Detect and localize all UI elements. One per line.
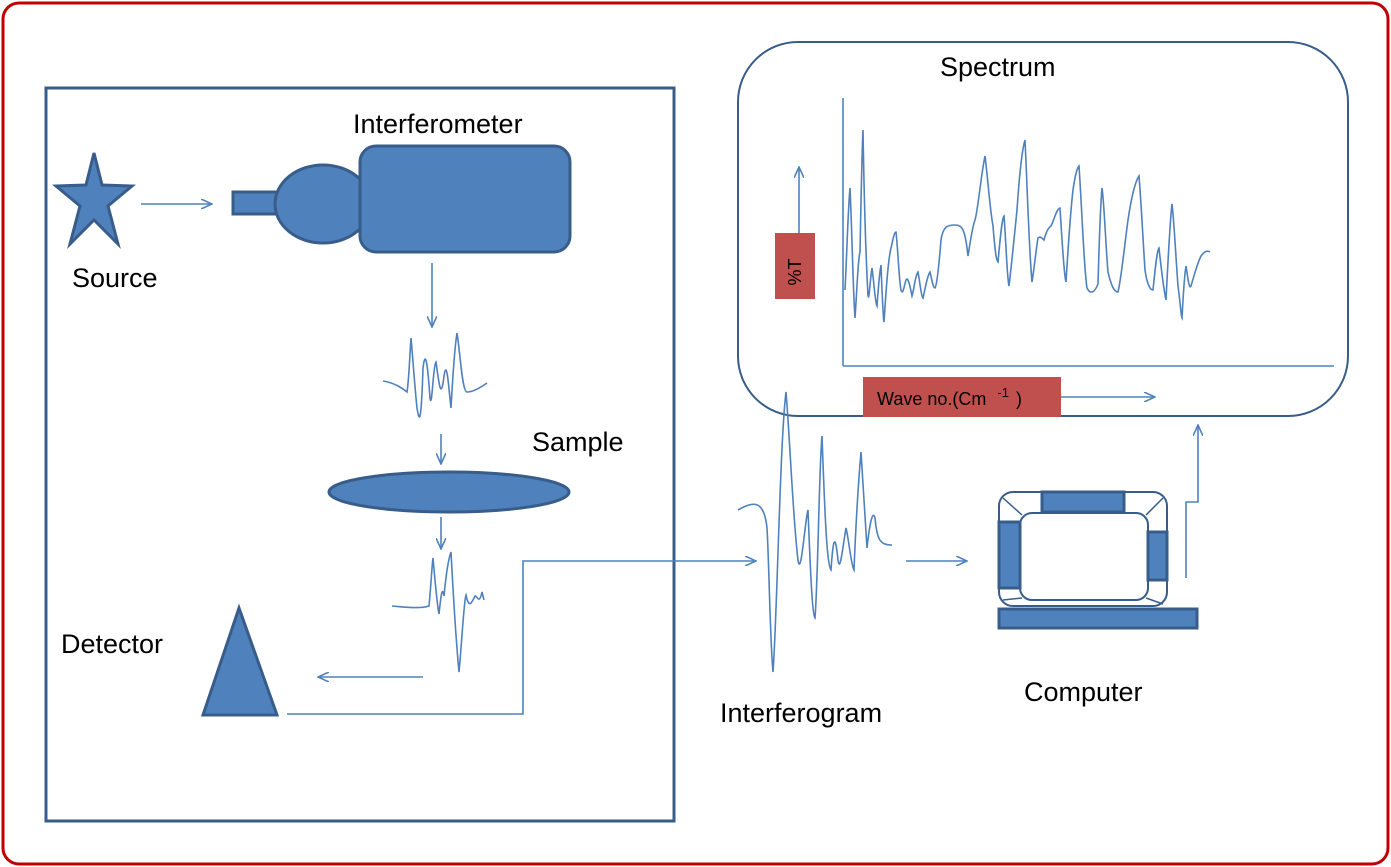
wave-after-sample <box>391 551 485 673</box>
sample-lens-icon <box>327 470 571 514</box>
to-spectrum-arrow <box>1185 425 1198 578</box>
spectrum-trace <box>844 129 1211 323</box>
interferogram-label: Interferogram <box>720 698 882 728</box>
computer-label: Computer <box>1024 677 1143 707</box>
y-axis-tag <box>775 233 815 299</box>
x-axis-label-close: ) <box>1016 389 1022 409</box>
interferometer-icon <box>231 144 572 254</box>
y-axis-label: %T <box>785 258 805 285</box>
detector-output-line <box>287 561 756 715</box>
detector-label: Detector <box>61 629 163 659</box>
x-axis-tag <box>863 377 1061 417</box>
star-icon <box>52 152 136 249</box>
source-label: Source <box>72 263 158 293</box>
interferogram-wave <box>737 391 893 673</box>
wave-after-interferometer <box>382 332 488 418</box>
x-axis-label-main: Wave no.(Cm <box>877 389 986 409</box>
spectrum-title: Spectrum <box>940 52 1056 82</box>
interferometer-label: Interferometer <box>353 109 523 139</box>
instrument-box <box>44 86 676 823</box>
spectrum-box <box>737 41 1349 417</box>
x-axis-label: Wave no.(Cm -1 ) <box>877 381 1022 409</box>
x-axis-label-sup: -1 <box>997 385 1009 400</box>
triangle-detector-icon <box>200 603 280 717</box>
computer-icon <box>997 490 1199 630</box>
sample-label: Sample <box>532 427 624 457</box>
